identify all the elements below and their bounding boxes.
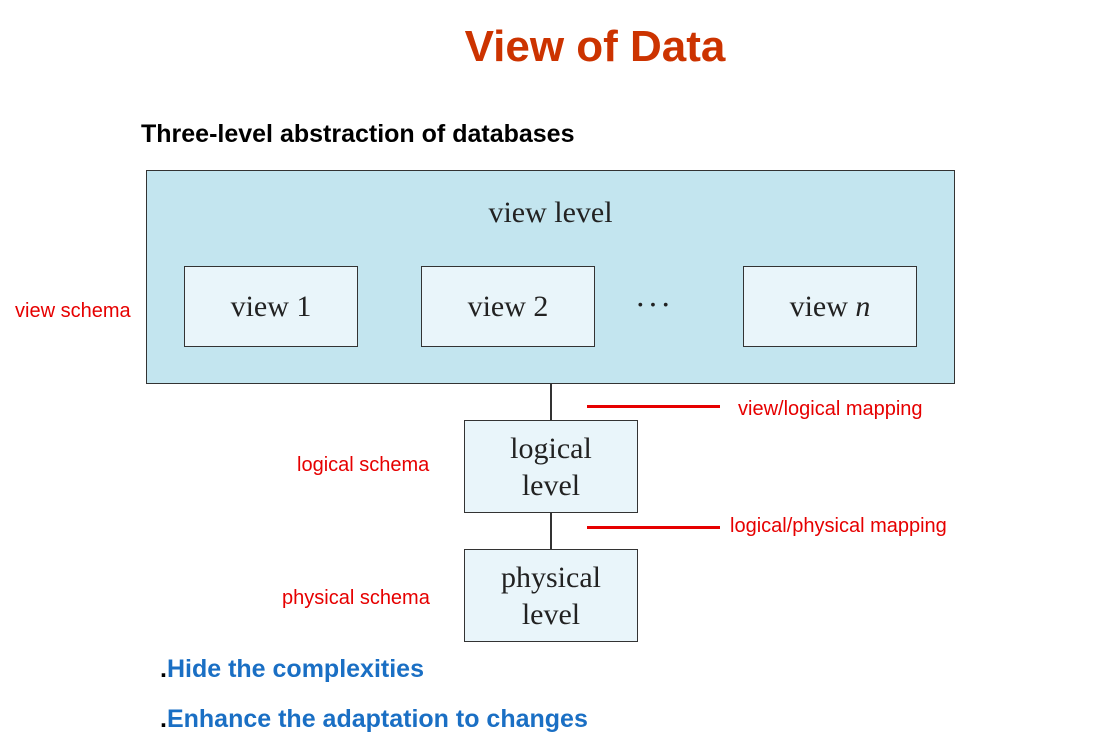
physical-level-line2: level <box>521 597 581 631</box>
view-2-label: view 2 <box>467 289 549 323</box>
bullet-item: .Hide the complexities <box>160 655 424 684</box>
views-ellipsis: ··· <box>635 286 673 322</box>
bullet-item: .Enhance the adaptation to changes <box>160 705 588 734</box>
physical-level-line1: physical <box>501 560 601 594</box>
bullet-text: Enhance the adaptation to changes <box>166 705 588 733</box>
bullet-text: Hide the complexities <box>166 655 424 683</box>
logical-level-box: logical level <box>464 420 638 513</box>
logical-level-line1: logical <box>510 431 592 465</box>
bullet-marker: . <box>160 655 167 683</box>
view-logical-mapping-line <box>587 405 720 408</box>
view-n-box: view n <box>743 266 917 347</box>
logical-physical-mapping-line <box>587 526 720 529</box>
view-logical-connector <box>550 384 552 420</box>
view-level-label: view level <box>488 196 613 229</box>
logical-level-line2: level <box>521 468 581 502</box>
logical-physical-connector <box>550 513 552 549</box>
view-n-label: view n <box>790 290 871 324</box>
view-1-label: view 1 <box>230 289 312 323</box>
physical-schema-label: physical schema <box>282 587 430 609</box>
view-schema-label: view schema <box>15 300 131 322</box>
logical-schema-label: logical schema <box>297 454 430 476</box>
diagram-subtitle: Three-level abstraction of databases <box>141 120 575 148</box>
view-1-box: view 1 <box>184 266 358 347</box>
view-n-variable: n <box>855 289 871 323</box>
page-title: View of Data <box>464 22 726 71</box>
logical-physical-mapping-label: logical/physical mapping <box>730 515 947 537</box>
view-logical-mapping-label: view/logical mapping <box>738 398 923 420</box>
physical-level-box: physical level <box>464 549 638 642</box>
view-n-prefix: view <box>789 289 856 323</box>
bullet-marker: . <box>160 705 167 733</box>
view-2-box: view 2 <box>421 266 595 347</box>
